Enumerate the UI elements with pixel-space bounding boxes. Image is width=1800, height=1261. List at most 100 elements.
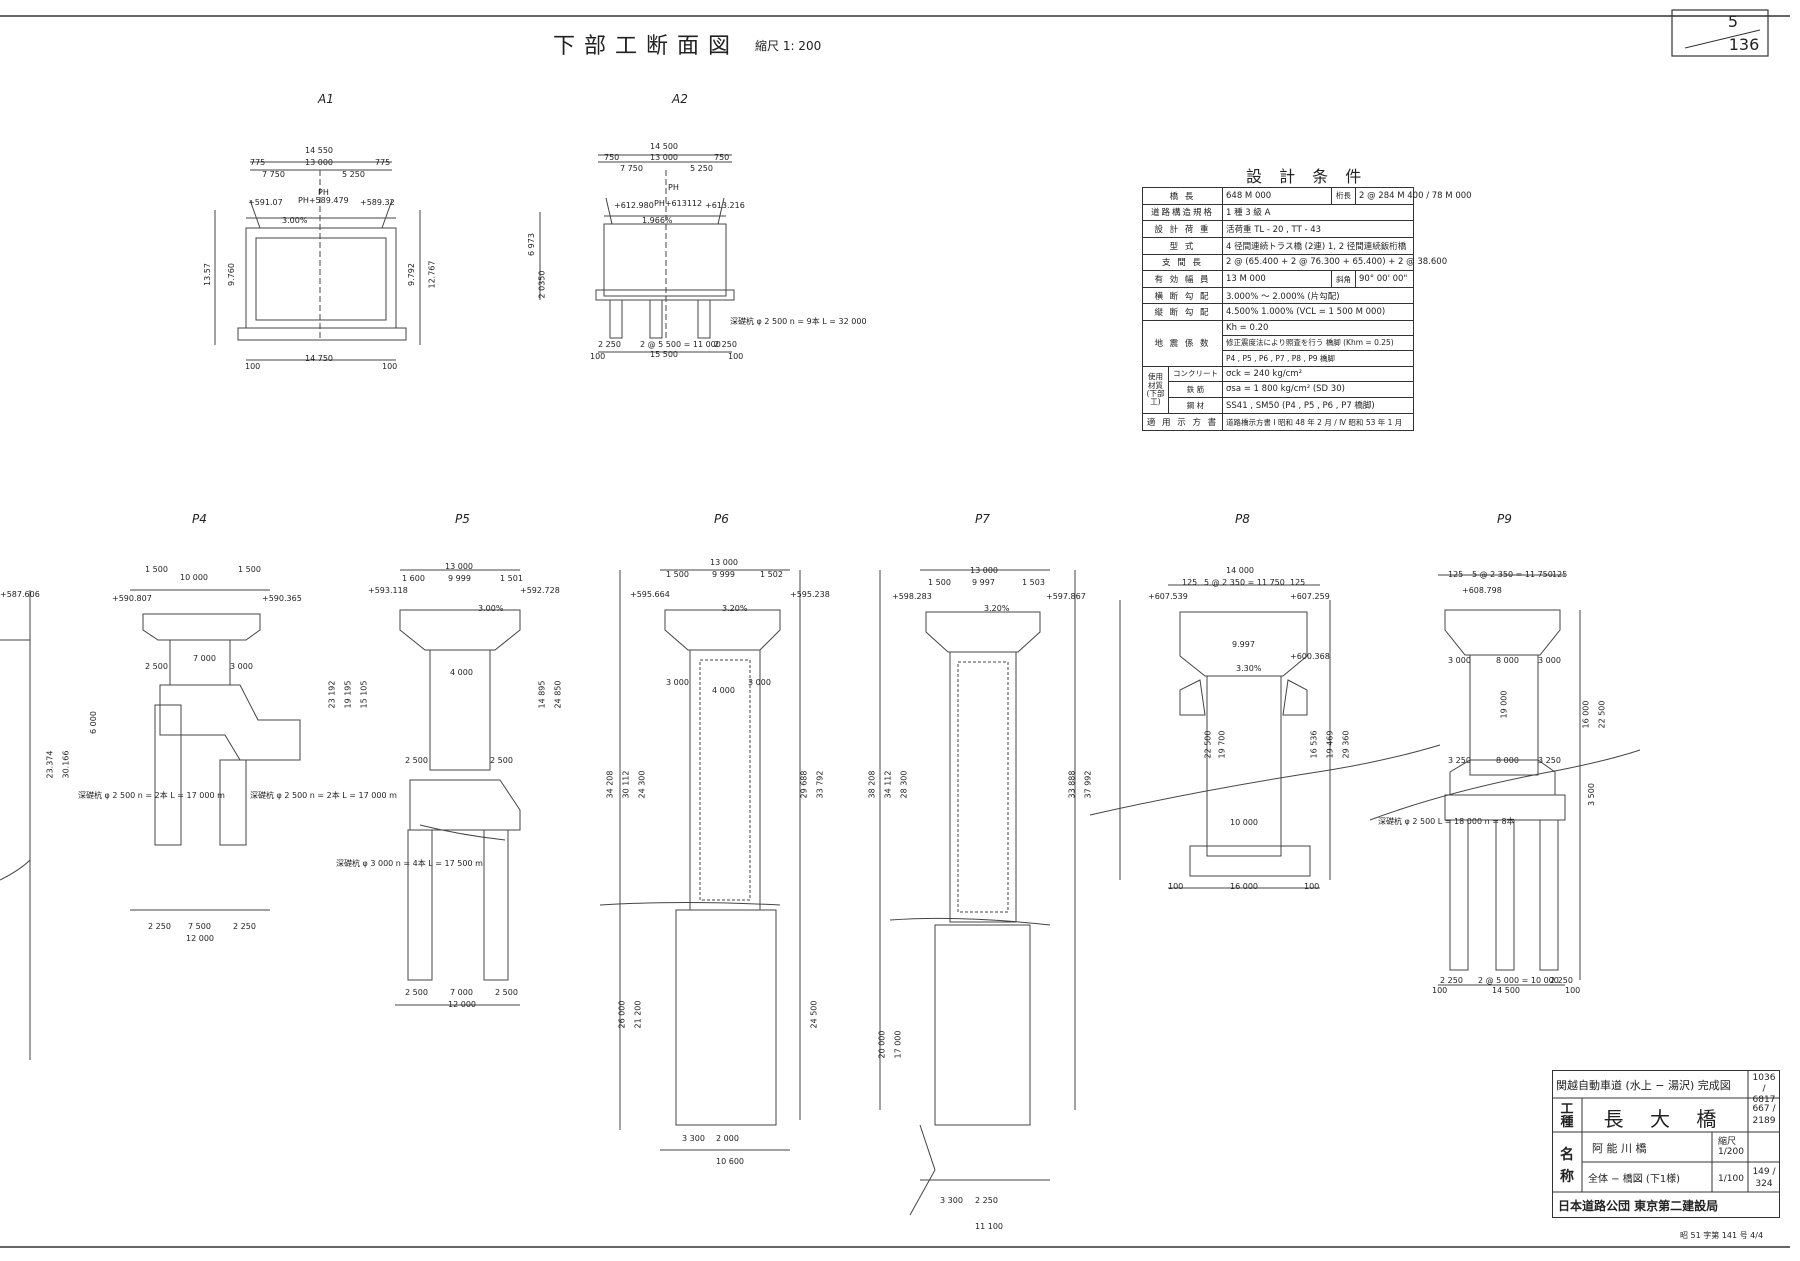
section-label-p9: P9 [1497,512,1512,526]
a2-top-total: 14 500 [650,142,678,151]
organization: 日本道路公団 東京第二建設局 [1558,1199,1719,1213]
a2-top-part: 13 000 [650,153,678,162]
a2-top-part: 750 [714,153,730,162]
a2-left-height: 6 973 [526,233,536,256]
p7-height: 37 992 [1083,770,1093,799]
p7-height: 28 300 [899,770,909,799]
a2-top-part: 750 [604,153,620,162]
p4-far-left-level: +587.606 [0,590,40,599]
drawing-scale: 縮尺 1: 200 [755,39,822,53]
p6-top-part: 9 999 [712,570,735,579]
section-label-p4: P4 [192,512,207,526]
p5-width: 4 000 [450,668,473,677]
design-conditions-title: 設 計 条 件 [1246,167,1368,186]
p9-height: 3 500 [1586,783,1596,806]
p4-top-part: 1 500 [238,565,261,574]
a1-height: 12.767 [427,260,437,289]
design-conditions-table: 橋 長 648 M 000 桁長 2 @ 284 M 400 / 78 M 00… [1142,187,1472,431]
p9-bottom-total: 14 500 [1492,986,1520,995]
a2-pile-note: 深礎杭 φ 2 500 n = 9本 L = 32 000 [730,317,867,326]
p9-pile-spacing: 2 @ 5 000 = 10 000 [1478,976,1559,985]
p8-bottom-total: 16 000 [1230,882,1258,891]
section-label-p6: P6 [714,512,729,526]
a1-height: 9.792 [406,263,416,286]
p5-height: 14 895 [537,680,547,709]
p7-bottom-part: 2 250 [975,1196,998,1205]
p4-pile-left: 深礎杭 φ 2 500 n = 2本 L = 17 000 m [78,791,225,800]
table-row: 支 間 長 2 @ (65.400 + 2 @ 76.300 + 65.400)… [1142,253,1447,272]
p4-height: 30.166 [61,750,71,779]
p4-height: 23.374 [45,750,55,779]
p9-width: 3 000 [1448,656,1471,665]
scale-label: 縮尺 [1718,1137,1737,1147]
p4-bottom-total: 12 000 [186,934,214,943]
p4-top-part: 1 500 [145,565,168,574]
pier-p9-drawing [1369,574,1641,986]
a2-bottom-edge: 100 [590,352,606,361]
p7-level: +598.283 [892,592,932,601]
p9-top-part: 125 [1448,570,1464,579]
abutment-a1-drawing [214,161,421,361]
table-row: 地 震 係 数 Kh = 0.20 [1142,320,1414,367]
p5-pile-note: 深礎杭 φ 3 000 n = 4本 L = 17 500 m [336,859,483,868]
p4-width: 3 000 [230,662,253,671]
a2-left-height: 2 0350 [537,270,547,299]
kind-label: 工種 [1560,1102,1574,1130]
p6-height: 33 792 [815,770,825,799]
p5-top-part: 9 999 [448,574,471,583]
section-label-p5: P5 [455,512,470,526]
p6-height: 26 000 [617,1000,627,1029]
p4-width: 2 500 [145,662,168,671]
p4-top-total: 10 000 [180,573,208,582]
p6-top-total: 13 000 [710,558,738,567]
p5-height: 19 195 [343,680,353,709]
p7-height: 17 000 [893,1030,903,1059]
a1-sub-part: 7 750 [262,170,285,179]
a1-top-part: 13 000 [305,158,333,167]
a2-pier-head: PH [668,183,679,192]
p5-top-total: 13 000 [445,562,473,571]
p9-width: 3 250 [1448,756,1471,765]
p9-bottom-edge: 100 [1432,986,1448,995]
kind-value: 長 大 橋 [1603,1107,1727,1131]
a2-slope: 1.966% [642,216,673,225]
p7-top-part: 1 503 [1022,578,1045,587]
p8-level: +607.259 [1290,592,1330,601]
p9-height: 22 500 [1597,700,1607,729]
p5-height: 23 192 [327,680,337,709]
p6-height: 24 500 [809,1000,819,1029]
p6-height: 21 200 [633,1000,643,1029]
p9-width: 8 000 [1496,756,1519,765]
a1-slope: 3.00% [282,216,308,225]
p9-bottom-edge: 100 [1565,986,1581,995]
p7-top-total: 13 000 [970,566,998,575]
a1-level: +591.07 [248,198,283,207]
p8-level: +600.368 [1290,652,1330,661]
p7-slope: 3.20% [984,604,1010,613]
table-row: 鉄 筋 σsa = 1 800 kg/cm² (SD 30) [1143,381,1414,398]
pier-p6-drawing [599,569,801,1151]
p8-height: 29 360 [1341,730,1351,759]
p8-top-total: 14 000 [1226,566,1254,575]
p6-height: 34 208 [605,770,615,799]
drawing-code: 149 / 324 [1752,1167,1776,1189]
p4-bottom-part: 2 250 [233,922,256,931]
a2-edge: 2 250 [714,340,737,349]
p8-top-part: 125 [1182,578,1198,587]
p5-level: +593.118 [368,586,408,595]
p5-level: +592.728 [520,586,560,595]
a2-sub-part: 7 750 [620,164,643,173]
p4-pile-right: 深礎杭 φ 2 500 n = 2本 L = 17 000 m [250,791,397,800]
scale-1: 1/200 [1718,1147,1744,1157]
a1-level: +589.32 [360,198,395,207]
p7-height: 20 000 [877,1030,887,1059]
p9-height: 16 000 [1581,700,1591,729]
p6-bottom-total: 10 600 [716,1157,744,1166]
pier-p5-drawing [395,569,521,1006]
a2-edge: 2 250 [598,340,621,349]
table-row: 橋 長 648 M 000 桁長 2 @ 284 M 400 / 78 M 00… [1142,187,1472,205]
p6-width: 3 000 [748,678,771,687]
scale-2: 1/100 [1718,1174,1744,1184]
a1-pier-head: PH [318,188,329,197]
